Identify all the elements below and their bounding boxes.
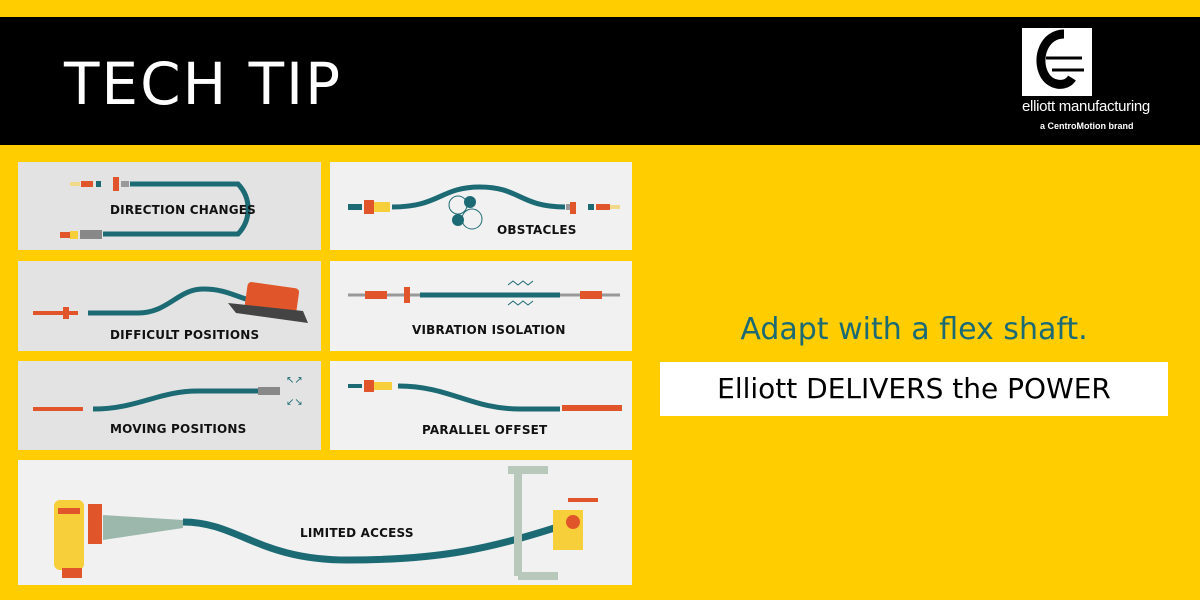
panel-direction-changes: DIRECTION CHANGES [18,162,321,250]
obstacles-illustration [348,184,620,230]
limited-access-illustration [54,466,598,580]
panel-label: PARALLEL OFFSET [422,423,548,437]
svg-text:↙↘: ↙↘ [286,397,303,408]
parallel-offset-illustration [348,380,622,412]
direction-changes-illustration [60,177,251,239]
panel-limited-access: LIMITED ACCESS [18,460,632,585]
panel-moving-positions: ↖↗ ↙↘ MOVING POSITIONS [18,361,321,450]
logo-subtitle: a CentroMotion brand [1040,121,1134,131]
svg-text:↖↗: ↖↗ [286,375,303,386]
panel-label: VIBRATION ISOLATION [412,323,566,337]
elliott-logo [1022,28,1092,96]
panel-label: MOVING POSITIONS [110,422,247,436]
panel-label: DIFFICULT POSITIONS [110,328,260,342]
difficult-positions-illustration [33,282,308,323]
slogan-box: Elliott DELIVERS the POWER [660,362,1168,416]
panel-vibration-isolation: VIBRATION ISOLATION [330,261,632,351]
moving-positions-illustration: ↖↗ ↙↘ [33,375,303,412]
header-band [0,17,1200,145]
logo-name: elliott manufacturing [1022,98,1150,115]
panel-parallel-offset: PARALLEL OFFSET [330,361,632,450]
page-title: TECH TIP [64,50,343,118]
tagline: Adapt with a flex shaft. [740,312,1088,347]
panel-difficult-positions: DIFFICULT POSITIONS [18,261,321,351]
panel-label: DIRECTION CHANGES [110,203,257,217]
panel-label: OBSTACLES [497,223,577,237]
panel-obstacles: OBSTACLES [330,162,632,250]
panel-label: LIMITED ACCESS [300,526,414,540]
vibration-isolation-illustration [348,280,620,306]
